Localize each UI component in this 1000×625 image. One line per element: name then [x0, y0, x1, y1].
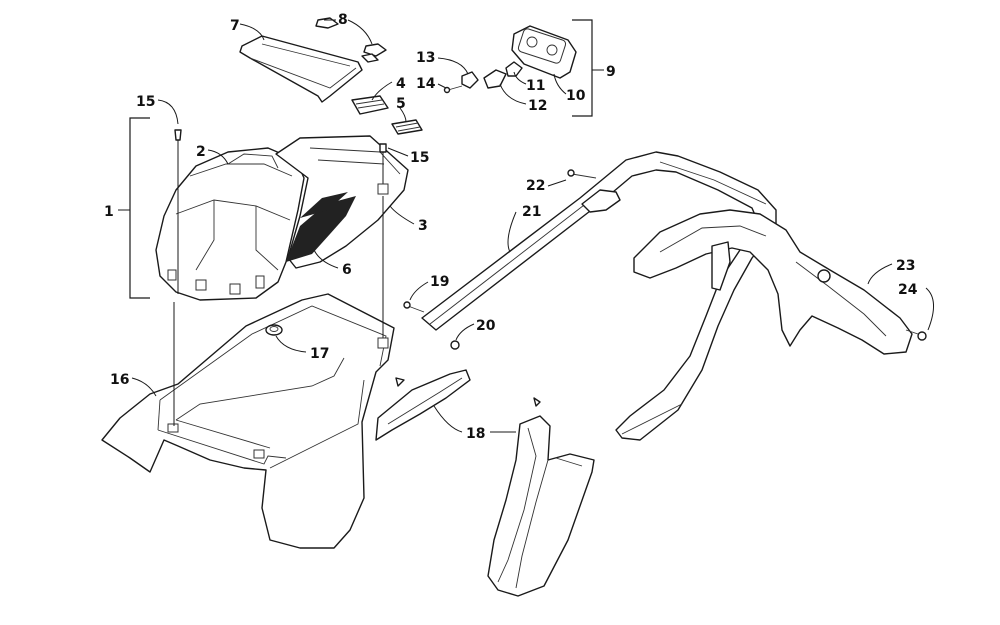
callout-24: 24	[898, 282, 918, 298]
callout-15-right: 15	[410, 150, 429, 166]
part-24-screw	[905, 329, 927, 341]
part-11-bulb-socket	[505, 61, 523, 77]
callout-4: 4	[396, 76, 406, 92]
part-22-bolt	[567, 169, 621, 213]
part-5-pad	[391, 119, 423, 135]
part-10-taillight	[511, 25, 577, 79]
part-20-nut	[450, 340, 460, 350]
callout-12: 12	[528, 98, 547, 114]
part-12-connector	[483, 69, 507, 89]
leader-lines	[118, 19, 934, 433]
callout-22: 22	[526, 178, 545, 194]
callout-23: 23	[896, 258, 915, 274]
callout-16: 16	[110, 372, 129, 388]
callout-5: 5	[396, 96, 406, 112]
bottom-bracket	[487, 397, 595, 597]
callout-1: 1	[104, 204, 114, 220]
part-18-side-panel	[375, 369, 471, 441]
part-21-grab-bar	[421, 151, 777, 441]
part-15-fastener-left	[173, 129, 182, 426]
part-15-fastener-right	[377, 143, 389, 349]
part-14-screw	[443, 85, 463, 94]
part-2-storage-cover	[155, 147, 305, 301]
callout-13: 13	[416, 50, 435, 66]
callout-18: 18	[466, 426, 485, 442]
callout-2: 2	[196, 144, 206, 160]
part-17-plug	[265, 324, 283, 336]
callout-17: 17	[310, 346, 329, 362]
callout-15-left: 15	[136, 94, 155, 110]
callout-labels: 1 2 3 4 5 6 7 8 9 10 11 12 13 14 15 15 1…	[104, 12, 918, 442]
callout-9: 9	[606, 64, 616, 80]
part-16-storage-tray	[101, 293, 395, 549]
part-13-grommet	[461, 71, 479, 89]
callout-8: 8	[338, 12, 348, 28]
callout-10: 10	[566, 88, 586, 104]
callout-14: 14	[416, 76, 436, 92]
callout-6: 6	[342, 262, 352, 278]
callout-7: 7	[230, 18, 240, 34]
callout-19: 19	[430, 274, 449, 290]
callout-11: 11	[526, 78, 545, 94]
callout-21: 21	[522, 204, 541, 220]
part-23-rear-flap	[633, 209, 913, 355]
callout-20: 20	[476, 318, 496, 334]
part-4-pad	[351, 95, 389, 115]
part-7-cover-plate	[239, 35, 363, 103]
callout-3: 3	[418, 218, 428, 234]
part-19-screw	[403, 301, 425, 313]
part-6-decal	[286, 192, 356, 262]
